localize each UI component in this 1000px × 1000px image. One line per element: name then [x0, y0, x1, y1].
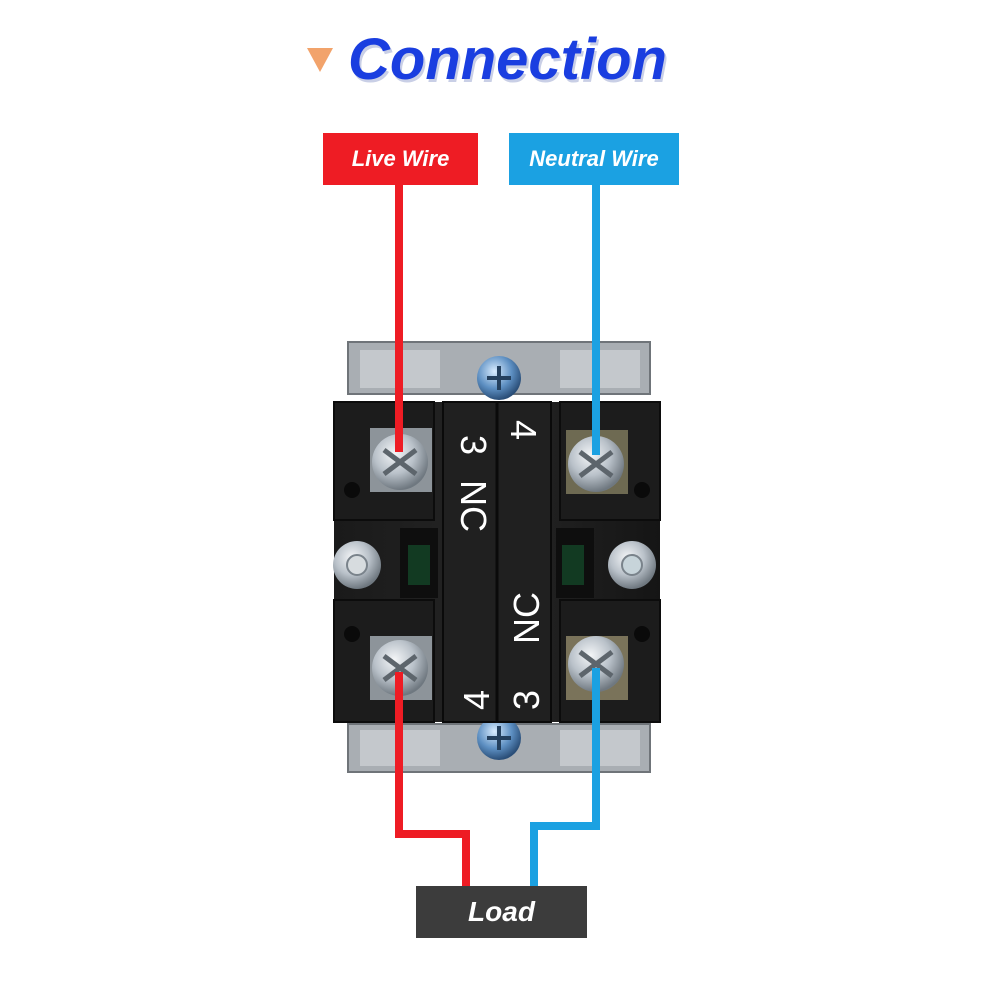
- terminal-label-bottom-right: 3: [506, 690, 547, 710]
- live-wire-label: Live Wire: [323, 133, 478, 185]
- diagram-title: Connection: [348, 27, 667, 92]
- neutral-wire-bottom: [530, 668, 600, 886]
- triangle-down-icon: [307, 48, 333, 72]
- terminal-label-bottom-left: 4: [456, 690, 497, 710]
- neutral-wire-label: Neutral Wire: [509, 133, 679, 185]
- terminal-screw-top-right: [566, 430, 628, 494]
- terminal-label-top-left: 3: [453, 435, 494, 455]
- contact-label-upper: NC: [453, 480, 494, 532]
- terminal-label-top-right: 4: [503, 420, 544, 440]
- load-label: Load: [416, 886, 587, 938]
- contact-label-lower: NC: [506, 592, 547, 644]
- live-wire-bottom: [395, 672, 470, 886]
